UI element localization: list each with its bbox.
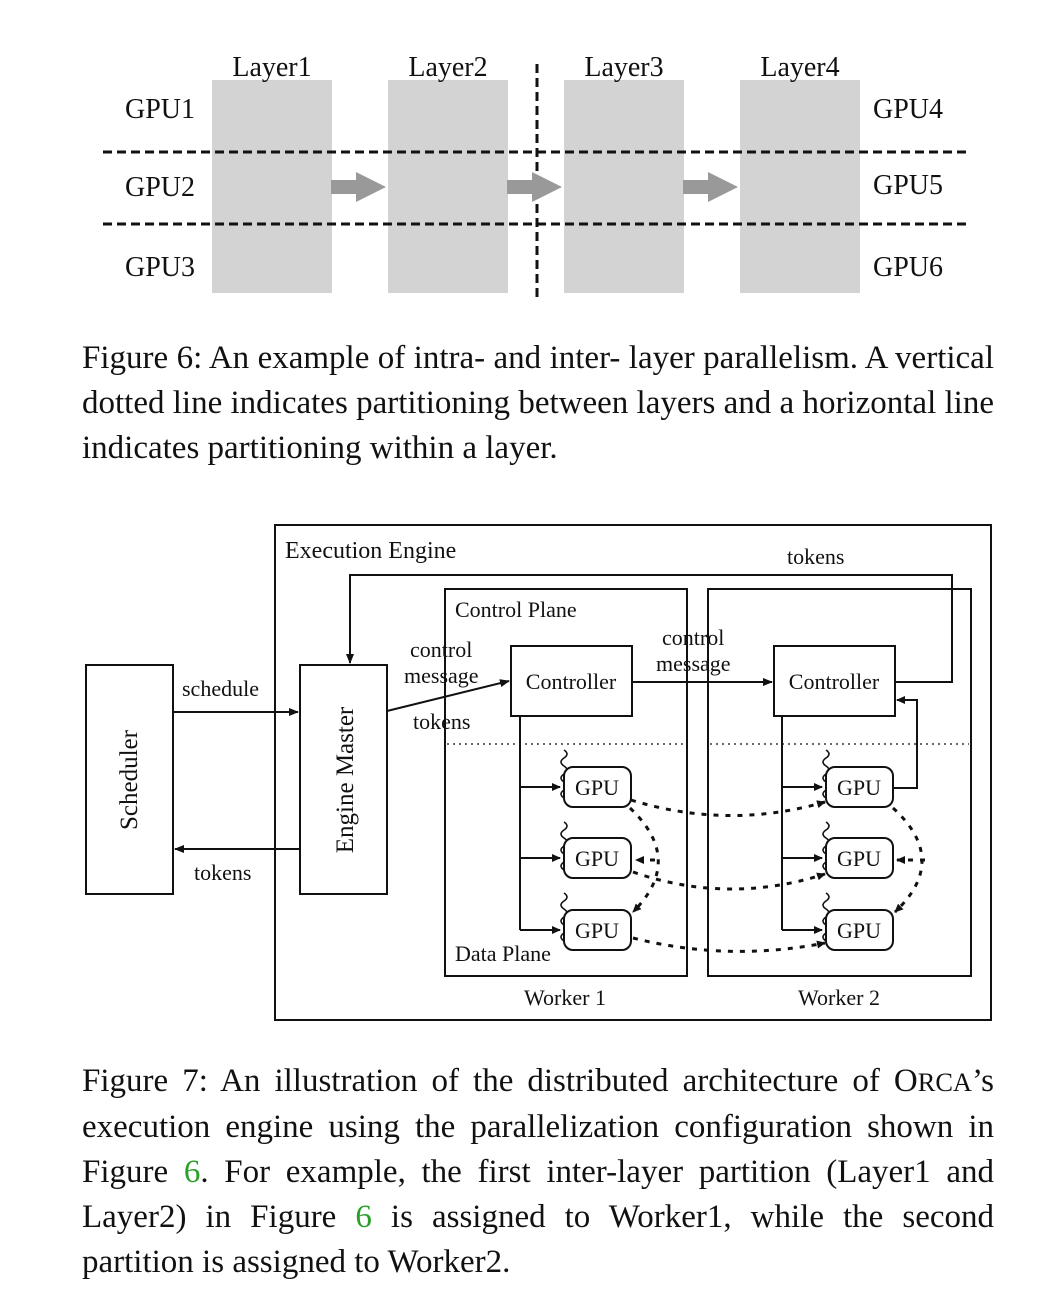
- gpu-comm-arrow: [632, 936, 826, 953]
- orca-name: O: [893, 1063, 918, 1099]
- controller-worker2-label: Controller: [789, 669, 880, 694]
- tokens-return-label: tokens: [194, 860, 251, 885]
- worker2-label: Worker 2: [798, 985, 880, 1010]
- figure-6-caption: Figure 6: An example of intra- and inter…: [82, 340, 994, 466]
- figure-6-diagram: Layer1 Layer2 Layer3 Layer4 GPU1 GPU2 GP…: [103, 52, 970, 298]
- gpu-label: GPU: [575, 846, 619, 871]
- control-message-arrow: [386, 679, 510, 712]
- tokens-top-label: tokens: [787, 544, 844, 569]
- gpu3-label: GPU3: [125, 252, 195, 283]
- layer4-block: [740, 80, 860, 293]
- gpu-to-controller-arrow: [892, 696, 918, 789]
- schedule-label: schedule: [182, 676, 259, 701]
- tokens-feedback-arrow: [346, 574, 953, 683]
- gpu1-label: GPU1: [125, 94, 195, 125]
- tokens-label-1: tokens: [413, 709, 470, 734]
- engine-master-label: Engine Master: [332, 706, 359, 853]
- caption-text: ’s execution engine using the paralleliz…: [82, 1063, 994, 1190]
- message-label-2: message: [656, 651, 731, 676]
- layer4-label: Layer4: [760, 52, 839, 83]
- worker1-box: [444, 588, 688, 977]
- scheduler-label: Scheduler: [116, 729, 143, 830]
- gpu4-label: GPU4: [873, 94, 943, 125]
- gpu-box: [825, 837, 894, 879]
- figure-7-diagram: Execution Engine Scheduler Engine Master…: [85, 524, 992, 1021]
- layer-arrow: [331, 172, 386, 202]
- gpu-box: [563, 766, 632, 808]
- layer1-block: [212, 80, 332, 293]
- gpu-label: GPU: [837, 775, 881, 800]
- gpu-label: GPU: [575, 918, 619, 943]
- gpu-label: GPU: [837, 846, 881, 871]
- caption-text: is assigned to Worker1, while the second…: [82, 1199, 994, 1280]
- controller-worker1-label: Controller: [526, 669, 617, 694]
- layer2-block: [388, 80, 508, 293]
- worker2-box: [707, 588, 972, 977]
- layer2-label: Layer2: [408, 52, 487, 83]
- gpu6-label: GPU6: [873, 252, 943, 283]
- gpu-comm-arrow: [630, 798, 826, 818]
- worker1-label: Worker 1: [524, 985, 606, 1010]
- orca-name-smallcaps: RCA: [917, 1067, 972, 1097]
- control-plane-label: Control Plane: [455, 597, 577, 622]
- layer3-label: Layer3: [584, 52, 663, 83]
- gpu-box: [825, 766, 894, 808]
- figure-reference-link[interactable]: 6: [183, 1154, 201, 1190]
- control-label-1: control: [410, 637, 472, 662]
- execution-engine-label: Execution Engine: [285, 538, 456, 564]
- gpu5-label: GPU5: [873, 170, 943, 201]
- gpu-label: GPU: [575, 775, 619, 800]
- gpu-box: [563, 837, 632, 879]
- engine-master-box: [299, 664, 388, 895]
- caption-text: Figure 7: An illustration of the distrib…: [82, 1063, 894, 1099]
- gpu-box: [825, 909, 894, 951]
- execution-engine-box: [274, 524, 992, 1021]
- data-plane-label: Data Plane: [455, 941, 551, 966]
- control-label-2: control: [662, 625, 724, 650]
- gpu-box: [563, 909, 632, 951]
- caption-text: . For example, the first inter-layer par…: [82, 1154, 994, 1235]
- scheduler-box: [85, 664, 174, 895]
- layer3-block: [564, 80, 684, 293]
- controller-worker1: [510, 645, 633, 717]
- gpu-label: GPU: [837, 918, 881, 943]
- message-label-1: message: [404, 663, 479, 688]
- layer-arrow: [683, 172, 738, 202]
- gpu2-label: GPU2: [125, 172, 195, 203]
- layer1-label: Layer1: [232, 52, 311, 83]
- gpu-comm-arrow: [628, 806, 660, 914]
- figure-reference-link[interactable]: 6: [355, 1199, 372, 1235]
- gpu-comm-arrow: [632, 870, 826, 891]
- layer-arrow: [507, 172, 562, 202]
- figure-7-caption: Figure 7: An illustration of the distrib…: [82, 1059, 994, 1285]
